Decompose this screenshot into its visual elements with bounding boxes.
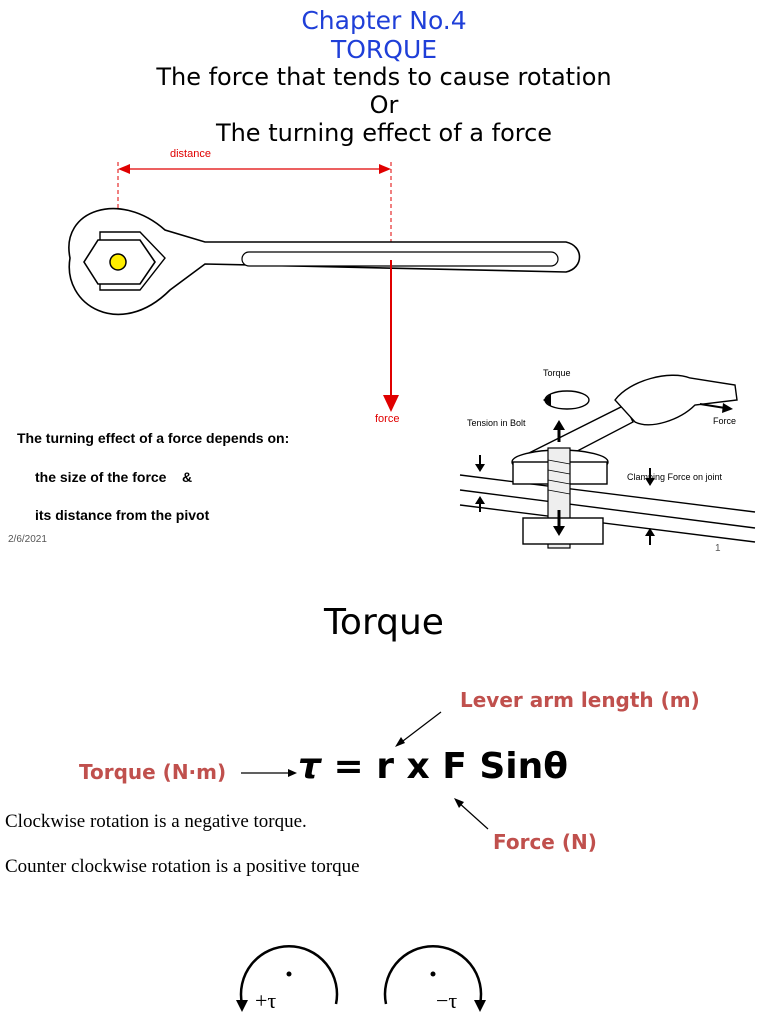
chapter-label: Chapter No.4 <box>301 6 467 35</box>
counter-clockwise-text: Counter clockwise rotation is a positive… <box>5 856 360 877</box>
bolt-torque-label: Torque <box>543 368 571 378</box>
torque-pointer <box>241 769 297 777</box>
force-pointer <box>454 798 489 830</box>
page-number: 1 <box>715 543 721 554</box>
torque-unit-label: Torque (N·m) <box>79 760 227 784</box>
force-label: force <box>375 413 400 425</box>
depends-heading: The turning effect of a force depends on… <box>17 430 290 446</box>
slide-date: 2/6/2021 <box>8 534 47 545</box>
formula-body: = r x F Sinθ <box>320 746 569 787</box>
cw-symbol: −τ <box>436 988 458 1013</box>
clockwise-text: Clockwise rotation is a negative torque. <box>5 811 307 832</box>
bolt-clamping-label: Clamping Force on joint <box>627 472 723 482</box>
torque-formula: τ = r x F Sinθ <box>298 746 568 787</box>
lever-arm-label: Lever arm length (m) <box>460 688 700 712</box>
force-unit-label: Force (N) <box>493 830 597 854</box>
wrench-diagram <box>68 162 581 412</box>
definition-line-2: The turning effect of a force <box>215 119 553 147</box>
or-line: Or <box>369 91 399 119</box>
formula-tau: τ <box>298 746 321 787</box>
bolt-torque-diagram <box>459 374 756 549</box>
cw-rotation-diagram <box>383 945 486 1012</box>
slide-1: Chapter No.4 TORQUE The force that tends… <box>8 6 756 554</box>
slide-2: Torque Lever arm length (m) Torque (N·m)… <box>0 570 768 1024</box>
lever-arm-pointer <box>395 711 442 747</box>
definition-line-1: The force that tends to cause rotation <box>156 63 612 91</box>
distance-label: distance <box>170 148 211 160</box>
ccw-symbol: +τ <box>255 988 277 1013</box>
factor-size: the size of the force & <box>35 469 193 485</box>
bolt-force-label: Force <box>713 416 737 426</box>
slide-title: TORQUE <box>330 35 438 64</box>
bolt-tension-label: Tension in Bolt <box>467 418 526 428</box>
factor-distance: its distance from the pivot <box>35 507 210 523</box>
ccw-rotation-diagram <box>236 945 339 1012</box>
torque-title: Torque <box>324 602 444 643</box>
